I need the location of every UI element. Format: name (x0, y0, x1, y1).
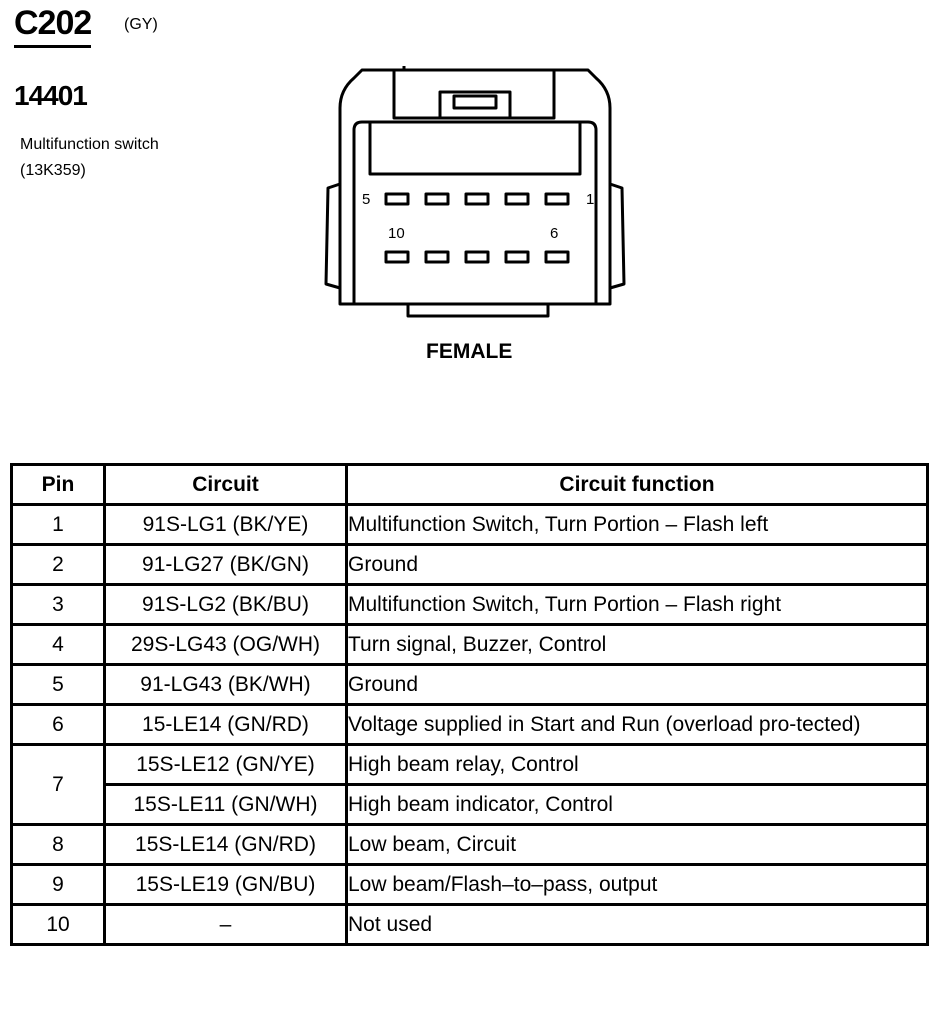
component-part-ref: (13K359) (20, 162, 86, 179)
circuit-cell: 29S-LG43 (OG/WH) (103, 623, 348, 666)
connector-face-diagram: 5 1 10 6 (324, 66, 626, 318)
circuit-cell: – (103, 903, 348, 946)
table-row: 7 15S-LE12 (GN/YE) High beam relay, Cont… (10, 743, 929, 826)
table-header-row: Pin Circuit Circuit function (10, 463, 929, 506)
pin-socket (544, 250, 570, 264)
circuit-cell: 91-LG43 (BK/WH) (103, 663, 348, 706)
table-row: 1 91S-LG1 (BK/YE) Multifunction Switch, … (10, 503, 929, 546)
pin-socket (424, 192, 450, 206)
pin-label-6: 6 (550, 225, 558, 242)
connector-color-code: (GY) (124, 16, 158, 33)
pinout-table: Pin Circuit Circuit function 1 91S-LG1 (… (10, 463, 929, 946)
function-cell: Not used (345, 903, 929, 946)
table-row: 8 15S-LE14 (GN/RD) Low beam, Circuit (10, 823, 929, 866)
pin-cell: 1 (10, 503, 106, 546)
pin-socket (384, 192, 410, 206)
connector-side-tab-left (324, 182, 341, 290)
function-cell: Turn signal, Buzzer, Control (345, 623, 929, 666)
pin-cell: 6 (10, 703, 106, 746)
connector-side-tab-right (609, 182, 626, 290)
table-row: 2 91-LG27 (BK/GN) Ground (10, 543, 929, 586)
pin-socket (504, 250, 530, 264)
connector-latch (392, 68, 556, 120)
function-cell: Low beam, Circuit (345, 823, 929, 866)
circuit-cell: 15-LE14 (GN/RD) (103, 703, 348, 746)
component-description: Multifunction switch (20, 136, 159, 153)
pin-socket (384, 250, 410, 264)
function-cell: Multifunction Switch, Turn Portion – Fla… (345, 583, 929, 626)
pin-row-top (384, 192, 570, 206)
pin-socket (424, 250, 450, 264)
part-number: 14401 (14, 80, 88, 111)
function-cell: Multifunction Switch, Turn Portion – Fla… (345, 503, 929, 546)
function-cell: High beam indicator, Control (345, 783, 929, 826)
circuit-cell: 91S-LG2 (BK/BU) (103, 583, 348, 626)
header-pin: Pin (10, 463, 106, 506)
pin-socket (464, 250, 490, 264)
circuit-cell: 15S-LE14 (GN/RD) (103, 823, 348, 866)
pin-cell: 9 (10, 863, 106, 906)
pin-socket (464, 192, 490, 206)
pin-socket (504, 192, 530, 206)
circuit-cell: 15S-LE12 (GN/YE) (103, 743, 348, 786)
pin-label-1: 1 (586, 191, 594, 208)
circuit-cell: 91-LG27 (BK/GN) (103, 543, 348, 586)
function-cell: Voltage supplied in Start and Run (overl… (345, 703, 929, 746)
function-cell: Low beam/Flash–to–pass, output (345, 863, 929, 906)
table-row: 15S-LE11 (GN/WH) High beam indicator, Co… (12, 783, 929, 826)
connector-id: C202 (14, 4, 92, 48)
pin-row-bottom (384, 250, 570, 264)
pin-cell: 7 (10, 743, 106, 826)
function-cell: Ground (345, 543, 929, 586)
circuit-cell: 91S-LG1 (BK/YE) (103, 503, 348, 546)
connector-gender-label: FEMALE (426, 340, 513, 363)
connector-bottom-tab (406, 304, 550, 318)
pin-socket (544, 192, 570, 206)
pin-cell: 5 (10, 663, 106, 706)
connector-housing (338, 68, 612, 306)
connector-inner-frame (352, 120, 598, 304)
pin-cell: 10 (10, 903, 106, 946)
pin-cell: 2 (10, 543, 106, 586)
table-row: 4 29S-LG43 (OG/WH) Turn signal, Buzzer, … (10, 623, 929, 666)
table-row: 3 91S-LG2 (BK/BU) Multifunction Switch, … (10, 583, 929, 626)
table-row: 6 15-LE14 (GN/RD) Voltage supplied in St… (10, 703, 929, 746)
header-function: Circuit function (345, 463, 929, 506)
header-circuit: Circuit (103, 463, 348, 506)
function-cell: High beam relay, Control (345, 743, 929, 786)
pin-cell: 8 (10, 823, 106, 866)
table-row: 10 – Not used (10, 903, 929, 946)
pin-cell: 4 (10, 623, 106, 666)
pin-cell: 3 (10, 583, 106, 626)
circuit-cell: 15S-LE19 (GN/BU) (103, 863, 348, 906)
function-cell: Ground (345, 663, 929, 706)
circuit-cell: 15S-LE11 (GN/WH) (103, 783, 348, 826)
table-row: 9 15S-LE19 (GN/BU) Low beam/Flash–to–pas… (10, 863, 929, 906)
pin-label-5: 5 (362, 191, 370, 208)
table-row: 5 91-LG43 (BK/WH) Ground (10, 663, 929, 706)
pin-label-10: 10 (388, 225, 405, 242)
